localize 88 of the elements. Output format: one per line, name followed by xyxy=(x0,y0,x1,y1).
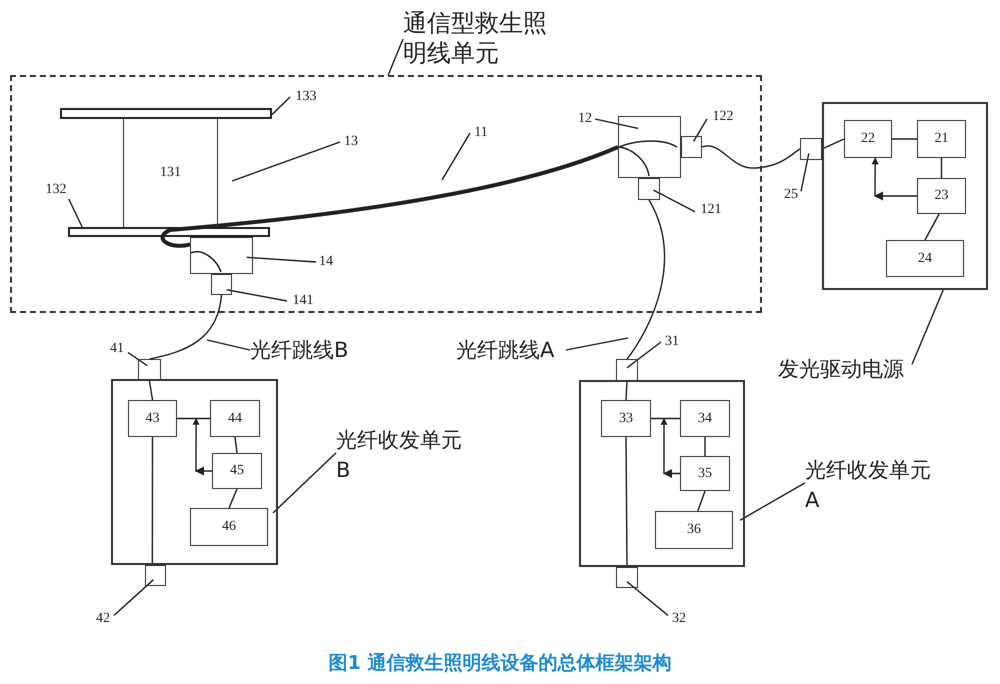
connector-line xyxy=(822,138,844,150)
leader-line xyxy=(226,289,288,302)
leader-line xyxy=(566,337,628,351)
leader-line xyxy=(68,198,83,228)
connector-line xyxy=(924,214,940,240)
leader-line xyxy=(800,153,810,192)
callout-number: 133 xyxy=(290,88,322,106)
connector-line xyxy=(625,437,628,567)
callout-number: 141 xyxy=(287,292,319,310)
leader-line xyxy=(114,579,154,616)
connector-line xyxy=(704,437,706,456)
callout-number: 25 xyxy=(781,186,801,204)
connector-box xyxy=(616,359,638,381)
leader-line xyxy=(388,38,404,76)
callout-number: 31 xyxy=(661,333,683,351)
fiber-cable xyxy=(160,145,619,248)
block-box: 34 xyxy=(680,400,730,437)
leader-line xyxy=(653,189,696,212)
unit-box xyxy=(111,379,278,565)
connector-line xyxy=(228,488,238,508)
connector-line xyxy=(625,380,628,400)
callout-label: 发光驱动电源 xyxy=(778,356,912,384)
connector-box xyxy=(681,136,702,158)
callout-number: 42 xyxy=(92,610,114,628)
connector-line xyxy=(234,436,238,454)
connector-line xyxy=(697,490,706,512)
callout-label: 光纤收发单元A xyxy=(805,455,939,517)
block-box: 24 xyxy=(886,240,964,277)
block-box: 36 xyxy=(655,511,733,549)
unit-label: 通信型救生照明线单元 xyxy=(403,8,553,70)
block-box: 45 xyxy=(212,453,262,489)
leader-line xyxy=(441,132,471,180)
block-box: 23 xyxy=(917,178,966,214)
unit-box xyxy=(579,380,745,567)
callout-number: 122 xyxy=(707,108,739,126)
leader-line xyxy=(626,341,662,368)
connector-line xyxy=(152,437,154,565)
leader-line xyxy=(911,290,944,365)
fiber-cable xyxy=(626,200,666,360)
connector-line xyxy=(940,158,942,178)
block-box: 43 xyxy=(128,400,177,437)
fiber-cable xyxy=(702,145,800,169)
junction-box xyxy=(190,237,253,274)
spool-core-box: 131 xyxy=(123,119,218,227)
leader-line xyxy=(246,256,316,263)
connector-box xyxy=(638,178,660,200)
callout-number: 132 xyxy=(40,181,72,199)
callout-number: 121 xyxy=(695,201,727,219)
block-box: 46 xyxy=(190,508,268,546)
callout-number: 14 xyxy=(316,253,336,271)
block-box: 35 xyxy=(680,456,730,491)
leader-line xyxy=(232,141,340,182)
leader-line xyxy=(128,352,148,366)
leader-line xyxy=(693,118,708,142)
leader-line xyxy=(272,452,336,514)
callout-number: 12 xyxy=(575,110,595,128)
plate-bar xyxy=(68,227,270,237)
callout-label: 光纤跳线A xyxy=(456,337,566,363)
figure-caption: 图1 通信救生照明线设备的总体框架架构 xyxy=(328,651,672,676)
connector-line xyxy=(651,418,680,420)
dashed-boundary xyxy=(10,75,762,313)
callout-number: 13 xyxy=(340,133,362,151)
leader-line xyxy=(594,118,638,130)
callout-number: 11 xyxy=(470,124,492,142)
unit-box xyxy=(822,102,988,290)
plate-bar xyxy=(60,108,272,119)
connector-box xyxy=(800,138,822,160)
junction-box xyxy=(618,116,681,178)
connector-box xyxy=(616,567,638,588)
connector-line xyxy=(177,418,210,420)
leader-line xyxy=(740,482,806,521)
callout-number: 32 xyxy=(668,610,690,628)
callout-number: 41 xyxy=(106,340,128,358)
leader-line xyxy=(206,339,250,351)
block-box: 22 xyxy=(844,120,892,158)
block-box: 33 xyxy=(601,400,651,437)
connector-box xyxy=(211,274,232,295)
leader-line xyxy=(272,96,290,116)
callout-label: 光纤收发单元B xyxy=(336,425,470,487)
block-box: 44 xyxy=(210,400,260,437)
block-box: 21 xyxy=(917,120,966,158)
connector-line xyxy=(148,380,154,400)
connector-line xyxy=(892,138,917,140)
connector-box xyxy=(145,565,166,586)
callout-label: 光纤跳线B xyxy=(250,337,360,363)
connector-box xyxy=(138,359,161,381)
fiber-cable xyxy=(149,294,222,360)
leader-line xyxy=(626,581,668,616)
